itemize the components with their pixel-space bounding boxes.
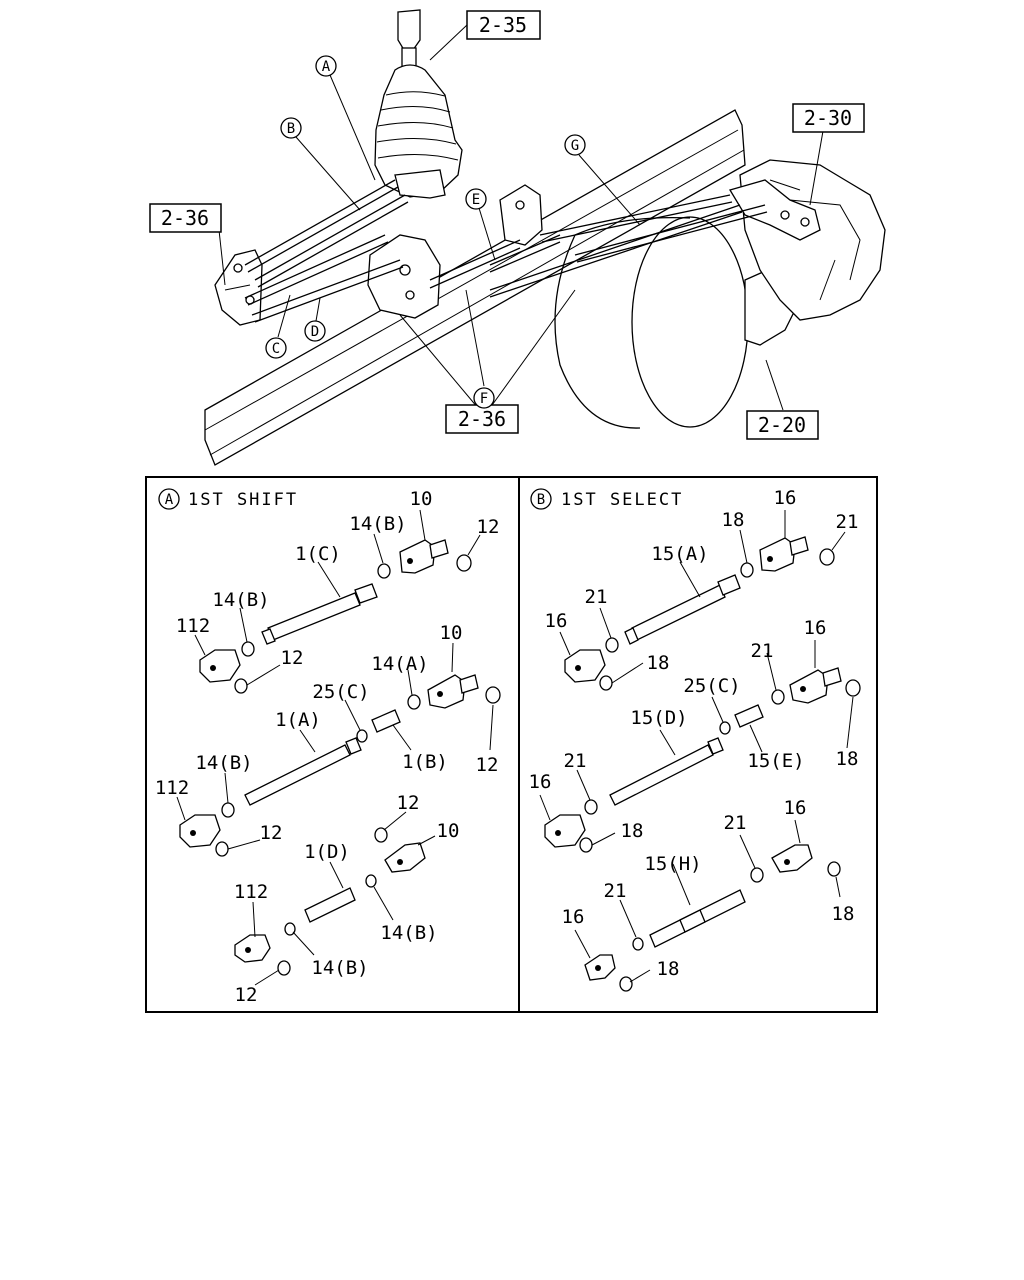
label-a-10-mid: 10 [440,622,463,644]
label-b-16-bottom-right: 16 [784,797,807,819]
label-b-18-top: 21 [836,511,859,533]
ref-2-20: 2-20 [746,410,819,440]
label-a-12-bottom: 12 [235,984,258,1006]
label-b-15h: 15(H) [644,853,701,875]
label-a-112-bottom: 112 [234,881,268,903]
label-b-16-bottom-left: 16 [562,906,585,928]
panel-b-1st-select: B 1ST SELECT [529,487,861,992]
right-bracket [729,179,821,241]
svg-text:2-36: 2-36 [161,206,209,230]
panel-a-assembly-1 [199,539,472,694]
svg-text:F: F [480,391,488,407]
svg-text:D: D [311,324,319,340]
label-a-25c: 25(C) [312,681,369,703]
callout-B: B [280,117,302,139]
label-b-16-lower: 16 [529,771,552,793]
ref-2-30: 2-30 [792,103,865,133]
svg-text:B: B [287,121,295,137]
label-a-112-mid: 112 [155,777,189,799]
panel-a-1st-shift: A 1ST SHIFT [155,488,501,1006]
label-b-15a: 15(A) [651,543,708,565]
panel-a-assembly-2 [179,674,501,857]
label-b-16-mid-right: 16 [804,617,827,639]
panel-b-assembly-3 [584,844,841,992]
label-a-14b-top: 14(B) [349,513,406,535]
label-a-12-mid: 12 [281,647,304,669]
svg-text:2-36: 2-36 [458,407,506,431]
svg-text:2-20: 2-20 [758,413,806,437]
label-a-12-bottom-top: 12 [397,792,420,814]
label-b-21-mid: 21 [585,586,608,608]
label-a-112-top: 112 [176,615,210,637]
label-b-16-mid-left: 16 [545,610,568,632]
callout-F: F [473,387,495,409]
label-a-10-top: 10 [410,488,433,510]
label-a-14b-bottom-left: 14(B) [311,957,368,979]
label-b-18-lower: 18 [621,820,644,842]
svg-text:A: A [165,492,174,508]
svg-text:C: C [272,341,280,357]
panel-b-assembly-2 [544,667,861,853]
callout-C: C [265,337,287,359]
panel-b-leaders [539,510,854,983]
ref-2-36-left: 2-36 [149,203,222,233]
callout-D: D [304,320,326,342]
label-b-21-top: 18 [722,509,745,531]
label-b-15d: 15(D) [630,707,687,729]
leader-lines [218,24,824,411]
label-b-25c: 25(C) [683,675,740,697]
svg-text:2-30: 2-30 [804,106,852,130]
label-a-14b-lower: 14(B) [195,752,252,774]
label-b-18-right: 18 [836,748,859,770]
label-a-14a: 14(A) [371,653,428,675]
svg-text:E: E [472,192,480,208]
panel-a-leaders [176,509,494,986]
svg-text:1ST SHIFT: 1ST SHIFT [188,490,298,510]
label-a-12-top: 12 [477,516,500,538]
ref-2-35: 2-35 [466,10,541,40]
overview-illustration: 2-35 2-30 2-36 2-36 2-20 A B C [149,9,886,466]
label-b-21-mid-right: 21 [751,640,774,662]
label-b-18-bottom-left: 18 [657,958,680,980]
label-a-12-right: 12 [476,754,499,776]
label-b-18-mid: 18 [647,652,670,674]
panel-b-assembly-1 [564,536,835,691]
label-b-18-bottom-right: 18 [832,903,855,925]
label-a-12-lower: 12 [260,822,283,844]
label-a-10-bottom: 10 [437,820,460,842]
label-b-21-bottom-right: 21 [724,812,747,834]
panel-a-assembly-3 [234,827,426,976]
callout-A: A [315,55,337,77]
label-a-14b-mid: 14(B) [212,589,269,611]
label-a-1b: 1(B) [402,751,448,773]
center-bracket [367,234,441,319]
panel-a-header: A 1ST SHIFT [158,488,298,510]
middle-bracket [499,184,543,246]
label-b-15e: 15(E) [747,750,804,772]
shift-lever [374,9,463,199]
label-a-1d: 1(D) [304,841,350,863]
left-bracket [214,249,263,326]
svg-text:G: G [571,138,579,154]
label-b-16-top: 16 [774,487,797,509]
svg-text:2-35: 2-35 [479,13,527,37]
svg-text:1ST SELECT: 1ST SELECT [561,490,683,510]
label-b-21-lower: 21 [564,750,587,772]
ref-2-36-bottom: 2-36 [445,404,519,434]
detail-frame [145,476,878,1013]
label-b-21-bottom-left: 21 [604,880,627,902]
callout-E: E [465,188,487,210]
label-a-14b-bottom-right: 14(B) [380,922,437,944]
panel-b-header: B 1ST SELECT [530,488,683,510]
callout-G: G [564,134,586,156]
label-a-1c: 1(C) [295,543,341,565]
svg-text:B: B [537,492,545,508]
frame-rail [204,109,746,466]
svg-text:A: A [322,59,331,75]
control-rods [244,179,768,323]
label-a-1a: 1(A) [275,709,321,731]
